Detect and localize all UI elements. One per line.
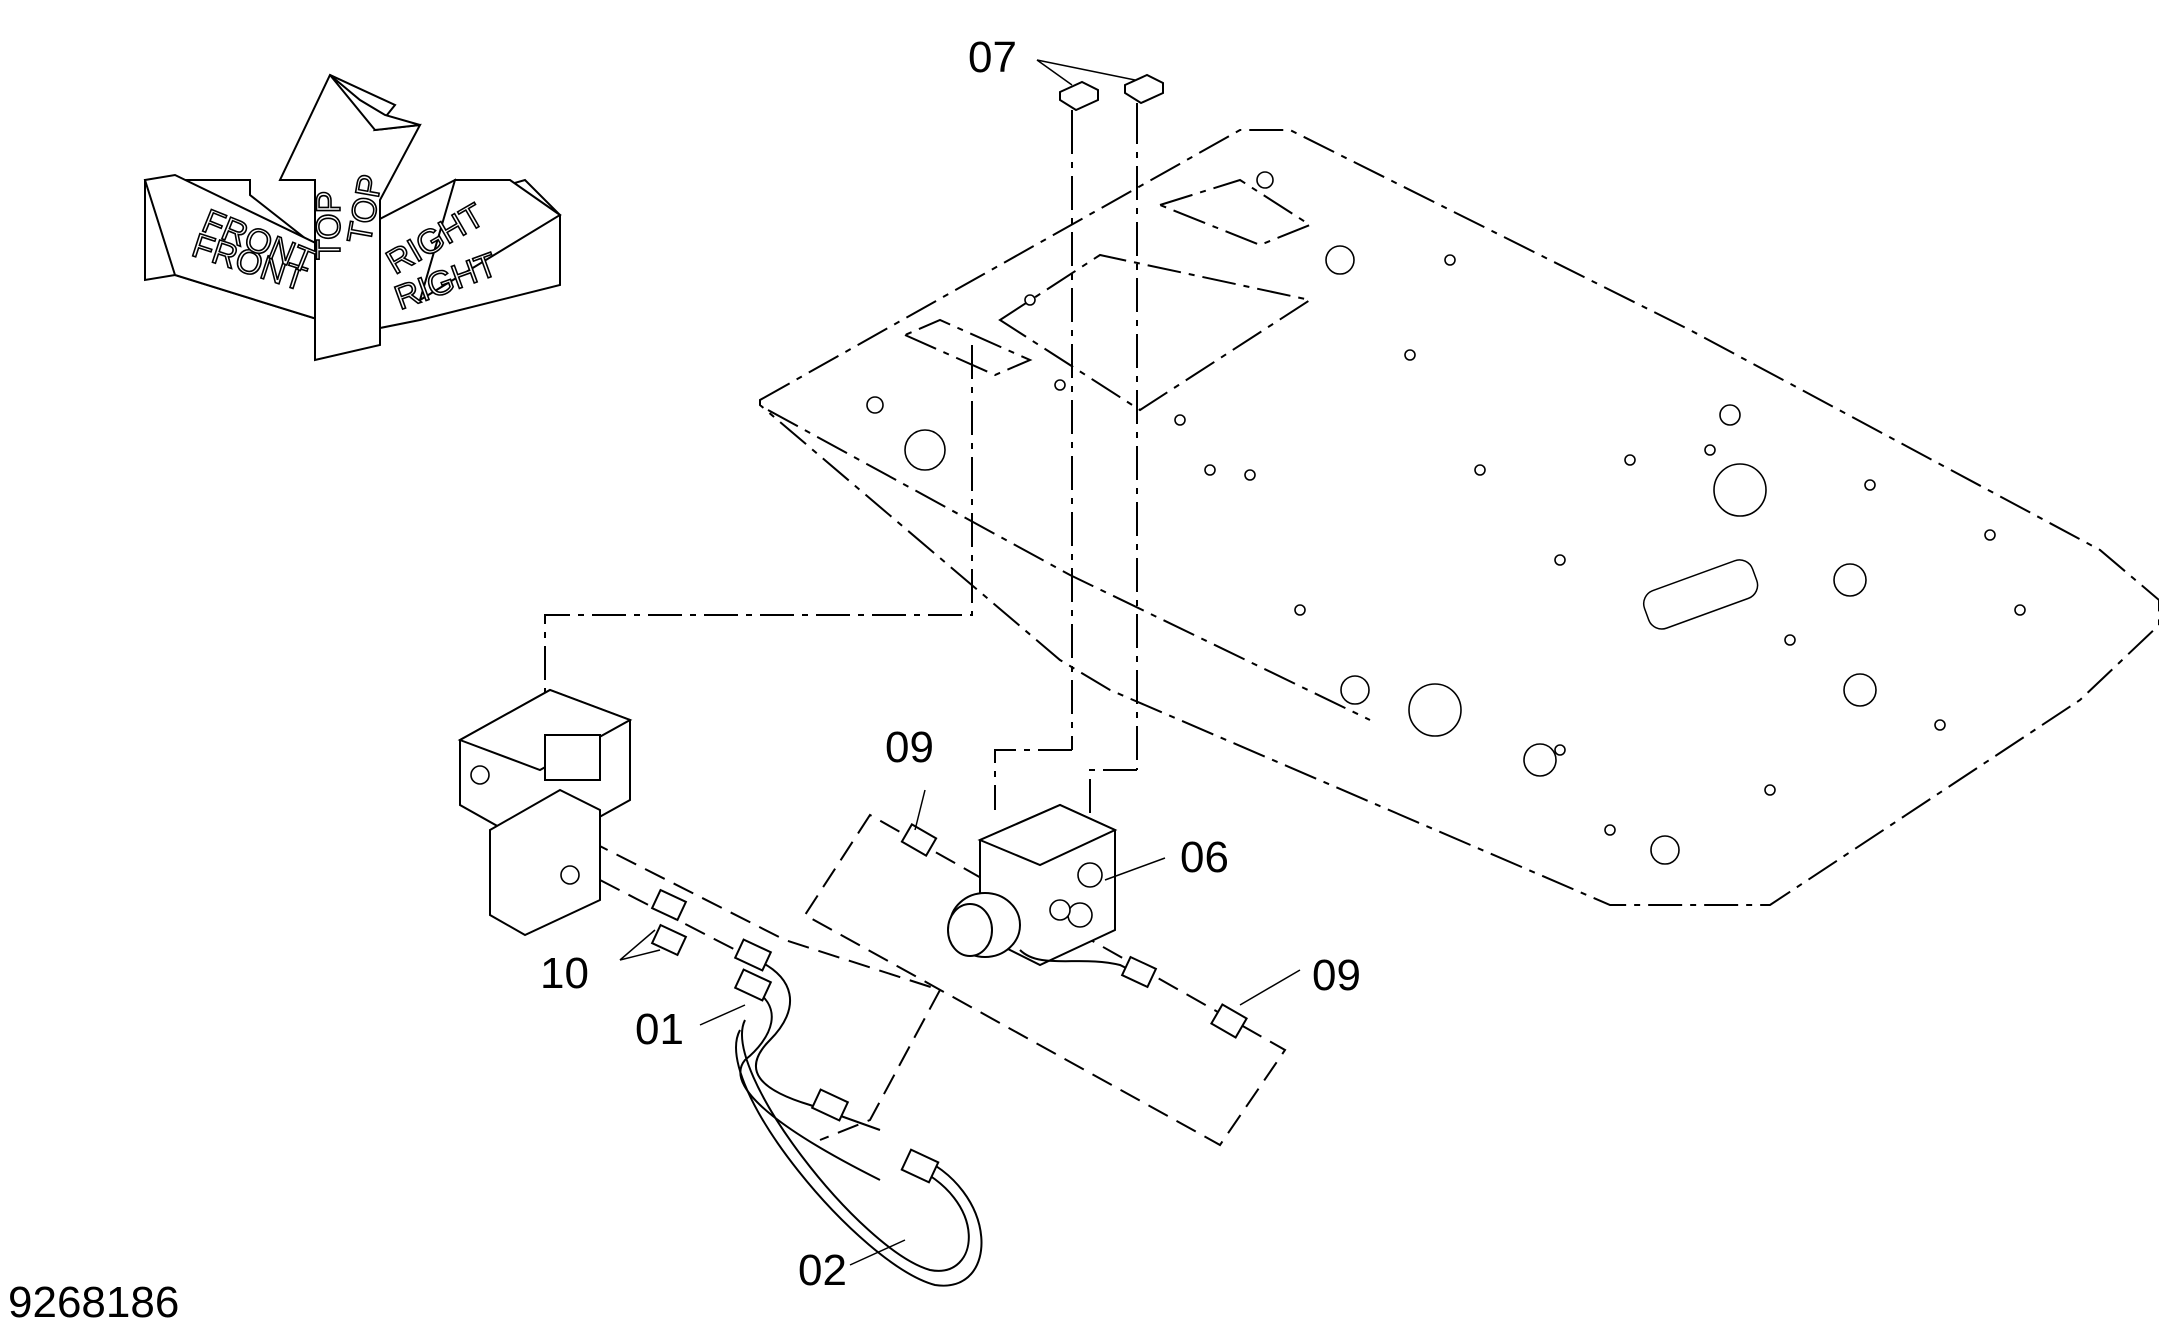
orientation-indicator: FRONT FRONT TOP TOP RIGHT RIGHT xyxy=(143,73,562,362)
fitting-09-left xyxy=(900,822,938,858)
callout-09-left: 09 xyxy=(885,723,934,772)
callout-06: 06 xyxy=(1180,833,1229,882)
pilot-valve-assembly xyxy=(457,688,633,937)
floor-plate xyxy=(759,129,2159,906)
solenoid-valve-06 xyxy=(947,803,1158,989)
drawing-number: 9268186 xyxy=(8,1278,180,1327)
bolts-07 xyxy=(1059,73,1164,122)
callout-01: 01 xyxy=(635,1005,684,1054)
fitting-10 xyxy=(650,888,688,957)
hose-02 xyxy=(735,1019,983,1287)
hose-01 xyxy=(733,938,881,1181)
assembly-lines xyxy=(544,110,1287,1147)
callout-02: 02 xyxy=(798,1246,847,1295)
callout-10: 10 xyxy=(540,949,589,998)
callout-09-right: 09 xyxy=(1312,951,1361,1000)
callout-leaders xyxy=(619,59,1301,1266)
fitting-09-right xyxy=(1210,1003,1248,1039)
top-label: TOP xyxy=(310,191,348,260)
callout-07: 07 xyxy=(968,33,1017,82)
